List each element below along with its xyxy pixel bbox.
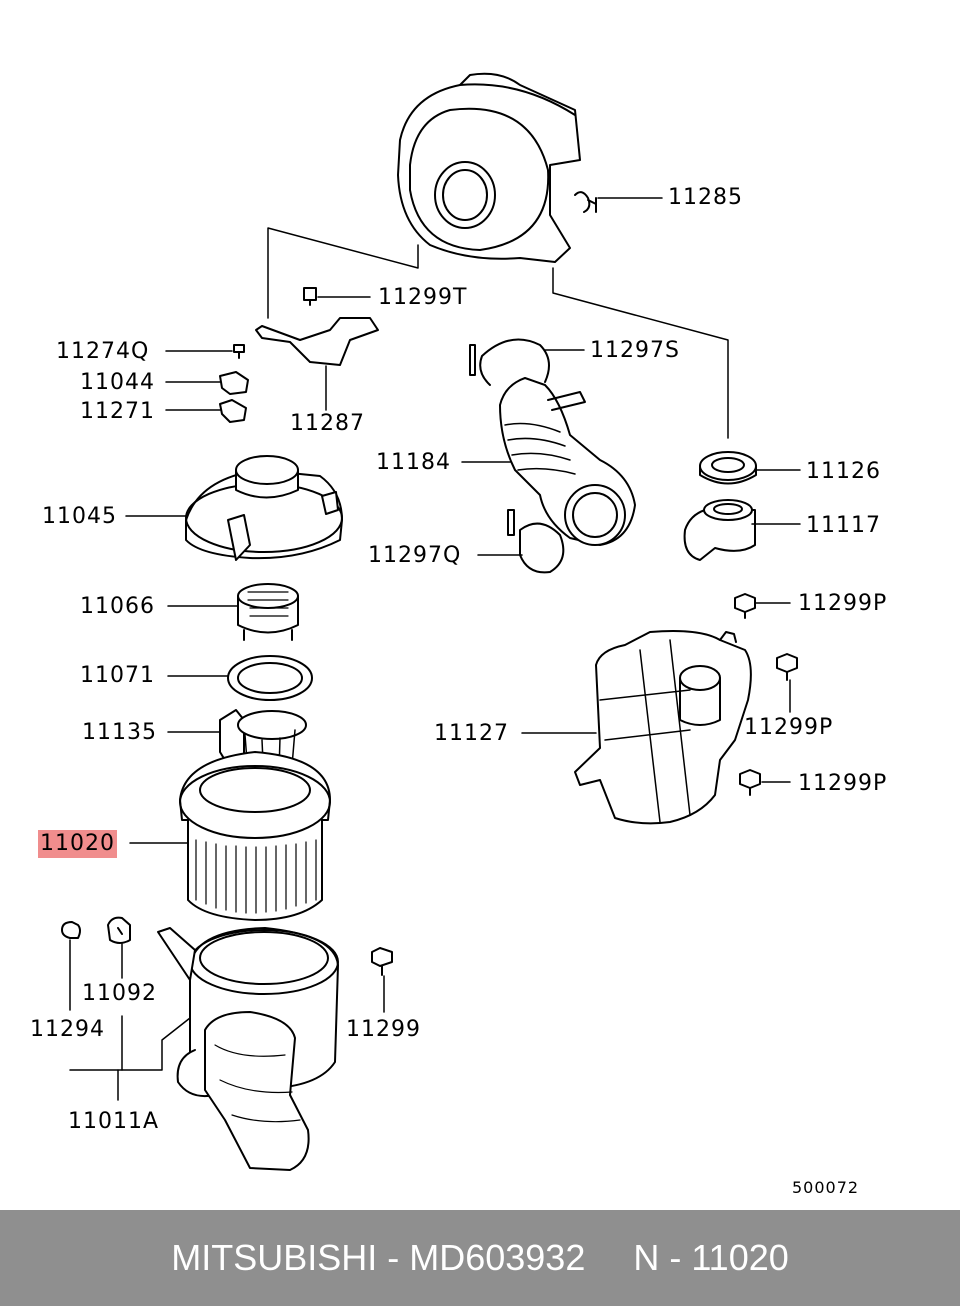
parts-diagram: 11285 11299T 11274Q 11044 11271 11287 11…	[30, 72, 888, 1197]
callout-11299[interactable]: 11299	[346, 1017, 421, 1042]
bolt-11299-shape	[371, 947, 393, 976]
housing-leader	[69, 1017, 191, 1071]
resonator-housing-shape	[397, 72, 581, 263]
bolt-11299P-a-shape	[734, 593, 756, 619]
element-11066-shape	[237, 583, 299, 641]
clamp-screw-shape-2	[507, 509, 515, 536]
bolt-11299T-shape	[303, 287, 317, 306]
cover-11045-shape	[185, 455, 343, 561]
callout-11297Q[interactable]: 11297Q	[368, 543, 462, 568]
diagram-code: 500072	[792, 1178, 860, 1197]
exploded-view-drawing	[61, 72, 801, 1171]
callout-11294[interactable]: 11294	[30, 1017, 105, 1042]
callout-11011A[interactable]: 11011A	[68, 1109, 160, 1134]
callout-11184[interactable]: 11184	[376, 450, 451, 475]
filter-11020-shape	[179, 751, 331, 921]
clip-11285-shape	[574, 191, 597, 213]
callout-11117[interactable]: 11117	[806, 513, 881, 538]
bracket-11287-shape	[255, 317, 379, 366]
callout-11071[interactable]: 11071	[80, 663, 155, 688]
clamp-11297S-shape	[479, 338, 550, 386]
callout-11297S[interactable]: 11297S	[590, 338, 680, 363]
part-info-footer: MITSUBISHI - MD603932 N - 11020	[0, 1210, 960, 1306]
callout-11126[interactable]: 11126	[806, 459, 881, 484]
callout-11127[interactable]: 11127	[434, 721, 509, 746]
resonator-leader	[552, 267, 729, 439]
callout-11092[interactable]: 11092	[82, 981, 157, 1006]
callout-11285[interactable]: 11285	[668, 185, 743, 210]
callout-11274Q[interactable]: 11274Q	[56, 339, 150, 364]
clip-11271-shape	[219, 399, 247, 423]
callout-11299P-b[interactable]: 11299P	[744, 715, 834, 740]
resonator-11127-shape	[574, 630, 752, 825]
callout-11135[interactable]: 11135	[82, 720, 157, 745]
screw-11274Q-shape	[233, 344, 245, 359]
callout-11020-highlighted[interactable]: 11020	[38, 830, 117, 858]
tube-11117-shape	[683, 499, 756, 561]
bushing-11294-shape	[61, 921, 81, 939]
callout-11299P-a[interactable]: 11299P	[798, 591, 888, 616]
callout-11287[interactable]: 11287	[290, 411, 365, 436]
hose-nipple-shape	[547, 391, 586, 411]
leader-lines	[69, 197, 801, 1101]
clamp-screw-shape	[469, 344, 476, 376]
callout-11271[interactable]: 11271	[80, 399, 155, 424]
bolt-11299P-c-shape	[739, 769, 761, 796]
clamp-11297Q-shape	[519, 522, 565, 574]
nut-11092-shape	[107, 916, 131, 944]
reference-number: N - 11020	[633, 1237, 789, 1278]
brand-part-number: MITSUBISHI - MD603932	[171, 1237, 586, 1278]
callout-11044[interactable]: 11044	[80, 370, 155, 395]
bolt-11299P-b-shape	[776, 653, 798, 681]
callout-11299T[interactable]: 11299T	[378, 285, 468, 310]
bracket-leader	[267, 227, 419, 319]
callout-11066[interactable]: 11066	[80, 594, 155, 619]
housing-11011A-shape	[157, 927, 339, 1171]
callout-11299P-c[interactable]: 11299P	[798, 771, 888, 796]
callout-11045[interactable]: 11045	[42, 504, 117, 529]
gasket-11071-shape	[227, 655, 313, 701]
grommet-11126-shape	[699, 451, 757, 485]
clip-11044-shape	[219, 371, 249, 395]
hose-ribs	[504, 422, 576, 475]
